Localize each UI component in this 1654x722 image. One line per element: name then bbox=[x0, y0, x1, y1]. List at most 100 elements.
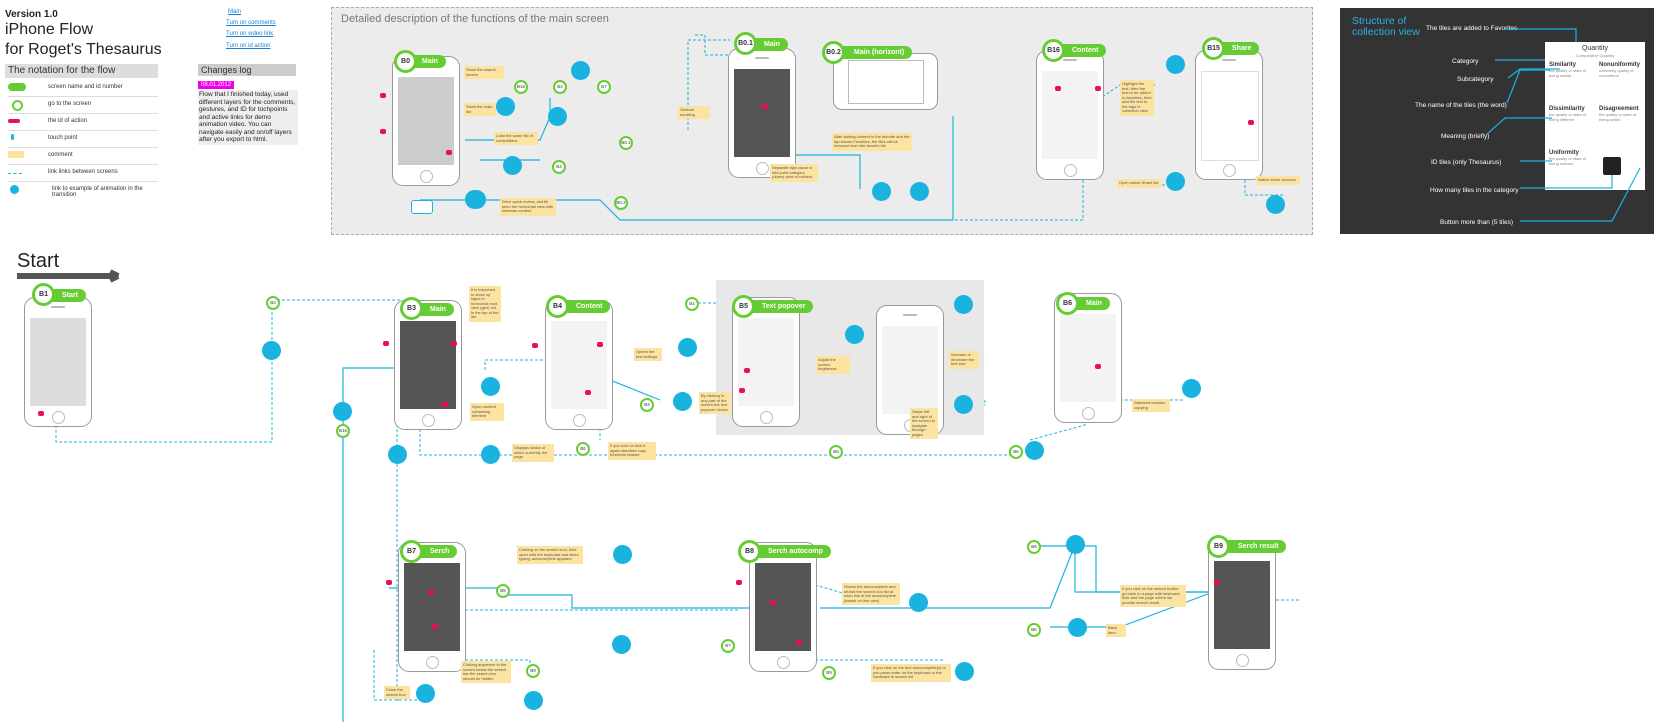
go-node[interactable]: B16 bbox=[336, 424, 350, 438]
video-link-node[interactable] bbox=[503, 156, 522, 175]
go-node[interactable]: B4 bbox=[685, 297, 699, 311]
screen-label-b02[interactable]: Main (horizont) bbox=[834, 46, 913, 59]
video-link-node[interactable] bbox=[613, 545, 632, 564]
video-link-node[interactable] bbox=[1182, 379, 1201, 398]
video-link-node[interactable] bbox=[1066, 535, 1085, 554]
video-link-node[interactable] bbox=[910, 182, 929, 201]
video-link-node[interactable] bbox=[1068, 618, 1087, 637]
comment-note: Clicking anywhere in the screen below th… bbox=[461, 661, 511, 683]
leader-count bbox=[1520, 175, 1613, 189]
video-link-node[interactable] bbox=[612, 635, 631, 654]
screen bbox=[404, 563, 460, 651]
action-id-tag bbox=[1095, 86, 1101, 91]
screen-label-b5[interactable]: Text popover bbox=[742, 300, 814, 313]
screen bbox=[1042, 71, 1098, 159]
video-link-node[interactable] bbox=[496, 97, 515, 116]
video-link-node[interactable] bbox=[388, 445, 407, 464]
go-node[interactable]: B9 bbox=[822, 666, 836, 680]
video-link-node[interactable] bbox=[954, 395, 973, 414]
home-button[interactable] bbox=[777, 656, 790, 669]
notation-text: screen name and id number bbox=[48, 84, 123, 90]
video-link-node[interactable] bbox=[416, 684, 435, 703]
action-id-icon bbox=[8, 119, 20, 123]
home-button[interactable] bbox=[426, 656, 439, 669]
video-link-node[interactable] bbox=[465, 190, 484, 209]
home-button[interactable] bbox=[1223, 164, 1236, 177]
comment-note: Swipe left and right of the screen to na… bbox=[910, 408, 938, 439]
go-node[interactable]: B6 bbox=[1009, 445, 1023, 459]
video-link-node[interactable] bbox=[909, 593, 928, 612]
link-id-action[interactable]: Turn on id action bbox=[226, 43, 271, 49]
screen-label-b9[interactable]: Serch result bbox=[1218, 540, 1287, 553]
home-button[interactable] bbox=[420, 170, 433, 183]
home-button[interactable] bbox=[760, 411, 773, 424]
video-link-node[interactable] bbox=[1266, 195, 1285, 214]
video-link-node[interactable] bbox=[571, 61, 590, 80]
comment-note: Displays status of which currently the p… bbox=[512, 444, 554, 462]
go-node[interactable]: B8 bbox=[496, 584, 510, 598]
go-node[interactable]: B6 bbox=[576, 442, 590, 456]
go-node[interactable]: B4 bbox=[553, 80, 567, 94]
video-link-node[interactable] bbox=[845, 325, 864, 344]
video-link-node[interactable] bbox=[954, 295, 973, 314]
screen-id-b15: B15 bbox=[1202, 37, 1225, 60]
video-link-node[interactable] bbox=[481, 377, 500, 396]
video-link-node[interactable] bbox=[678, 338, 697, 357]
comment-note: By clicking in any part of the screen th… bbox=[699, 392, 731, 414]
video-link-node[interactable] bbox=[333, 402, 352, 421]
go-node[interactable]: B3 bbox=[266, 296, 280, 310]
video-link-node[interactable] bbox=[955, 662, 974, 681]
home-button[interactable] bbox=[1236, 654, 1249, 667]
comment-note: Shows the autocomplete and shows the sea… bbox=[842, 583, 900, 605]
action-id-tag bbox=[442, 402, 448, 407]
video-link-node[interactable] bbox=[524, 691, 543, 710]
home-button[interactable] bbox=[573, 414, 586, 427]
link-video[interactable]: Turn on video link bbox=[226, 31, 274, 37]
home-button[interactable] bbox=[1082, 407, 1095, 420]
link-main[interactable]: Main bbox=[228, 9, 242, 15]
screen-label-b16[interactable]: Content bbox=[1052, 44, 1107, 57]
phone-b01 bbox=[728, 48, 796, 178]
go-node[interactable]: B0.1 bbox=[619, 136, 633, 150]
screen-label-b8[interactable]: Serch autocomp bbox=[748, 545, 831, 558]
video-link-node[interactable] bbox=[481, 445, 500, 464]
video-link-node[interactable] bbox=[548, 107, 567, 126]
go-node[interactable]: B7 bbox=[597, 80, 611, 94]
go-node[interactable]: B6 bbox=[1027, 540, 1041, 554]
notation-row-link: link links between screens bbox=[8, 165, 158, 182]
go-node[interactable]: B4 bbox=[552, 160, 566, 174]
link-comments[interactable]: Turn on comments bbox=[226, 20, 276, 26]
screen bbox=[398, 77, 454, 165]
home-button[interactable] bbox=[52, 411, 65, 424]
go-node[interactable]: B7 bbox=[721, 639, 735, 653]
go-node[interactable]: B16 bbox=[514, 80, 528, 94]
screen-label-b4[interactable]: Content bbox=[556, 300, 611, 313]
home-button[interactable] bbox=[756, 162, 769, 175]
notation-text: the id of action bbox=[48, 118, 88, 124]
go-node[interactable]: B6 bbox=[829, 445, 843, 459]
video-link-node[interactable] bbox=[1166, 55, 1185, 74]
go-node[interactable]: B0.2 bbox=[614, 196, 628, 210]
home-button[interactable] bbox=[422, 414, 435, 427]
video-link-node[interactable] bbox=[262, 341, 281, 360]
notation-row-screen: screen name and id number bbox=[8, 80, 158, 97]
phone-b5 bbox=[732, 297, 800, 427]
more-button[interactable] bbox=[1603, 157, 1621, 175]
video-link-node[interactable] bbox=[673, 392, 692, 411]
go-node[interactable]: B4 bbox=[640, 398, 654, 412]
video-link-node[interactable] bbox=[872, 182, 891, 201]
speaker bbox=[51, 306, 65, 308]
video-link-node[interactable] bbox=[1025, 441, 1044, 460]
go-node[interactable]: B6 bbox=[1027, 623, 1041, 637]
tile-desc: uniformity quality of nonuniform bbox=[1599, 68, 1634, 78]
home-button[interactable] bbox=[1064, 164, 1077, 177]
video-link-node[interactable] bbox=[1166, 172, 1185, 191]
action-id-tag bbox=[386, 580, 392, 585]
go-node[interactable]: B9 bbox=[526, 664, 540, 678]
flow-b1-b3 bbox=[55, 299, 400, 443]
